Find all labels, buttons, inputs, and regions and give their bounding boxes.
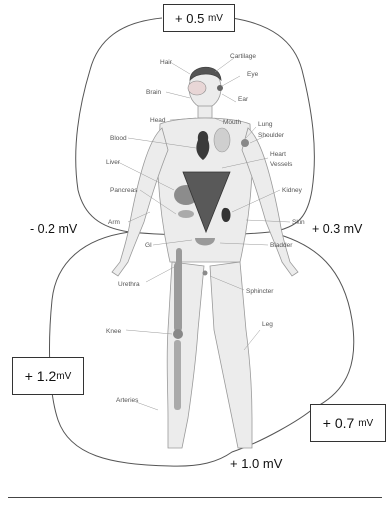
organ-label-skin: Skin (292, 219, 305, 226)
organ-label-sphincter: Sphincter (246, 288, 274, 295)
voltage-right-low-value: + 0.7 (323, 415, 355, 431)
voltage-left-low-value: + 1.2 (25, 368, 57, 384)
organ-label-cartilage: Cartilage (230, 53, 256, 60)
organ-label-arm: Arm (108, 219, 120, 226)
lung-shape (214, 128, 230, 152)
left-knee-joint (173, 329, 183, 339)
left-tibia (174, 340, 181, 410)
organ-label-heart: Heart (270, 151, 286, 158)
organ-label-mouth: Mouth (223, 119, 241, 126)
organ-label-bladder: Bladder (270, 242, 293, 249)
voltage-top-value: + 0.5 (175, 11, 204, 26)
organ-label-brain: Brain (146, 89, 162, 96)
organ-label-blood: Blood (110, 135, 127, 142)
left-leg-shape (167, 262, 204, 448)
organ-label-kidney: Kidney (282, 187, 303, 194)
voltage-bottom: + 1.0 mV (230, 456, 282, 471)
sphincter-dot (203, 271, 208, 276)
voltage-top-unit: mV (208, 13, 223, 24)
shoulder-joint (241, 139, 249, 147)
kidney-shape (222, 208, 231, 222)
organ-label-liver: Liver (106, 159, 121, 166)
organ-label-leg: Leg (262, 321, 273, 328)
organ-label-shoulder: Shoulder (258, 132, 285, 139)
organ-label-arteries: Arteries (116, 397, 139, 404)
bottom-divider (8, 497, 382, 498)
organ-label-knee: Knee (106, 328, 122, 335)
organ-label-ear: Ear (238, 96, 249, 103)
neck-shape (198, 106, 212, 118)
organ-label-pancreas: Pancreas (110, 187, 138, 194)
organ-label-head: Head (150, 117, 166, 124)
voltage-right-low-box: + 0.7 mV (310, 404, 386, 442)
organ-label-hair: Hair (160, 59, 173, 66)
voltage-right-low-unit: mV (358, 418, 373, 429)
organ-label-vessels: Vessels (270, 161, 293, 168)
arm-bone (176, 248, 182, 278)
voltage-left-mid: - 0.2 mV (30, 222, 77, 236)
voltage-right-mid: + 0.3 mV (312, 222, 362, 236)
organ-label-urethra: Urethra (118, 281, 140, 288)
eye-patch (188, 81, 206, 95)
organ-label-gi: GI (145, 242, 152, 249)
organ-label-lung: Lung (258, 121, 273, 128)
pancreas-shape (178, 210, 194, 218)
voltage-top-box: + 0.5 mV (163, 4, 235, 32)
organ-label-eye: Eye (247, 71, 259, 78)
left-arm-shape (112, 128, 168, 276)
voltage-left-low-unit: mV (56, 371, 71, 382)
